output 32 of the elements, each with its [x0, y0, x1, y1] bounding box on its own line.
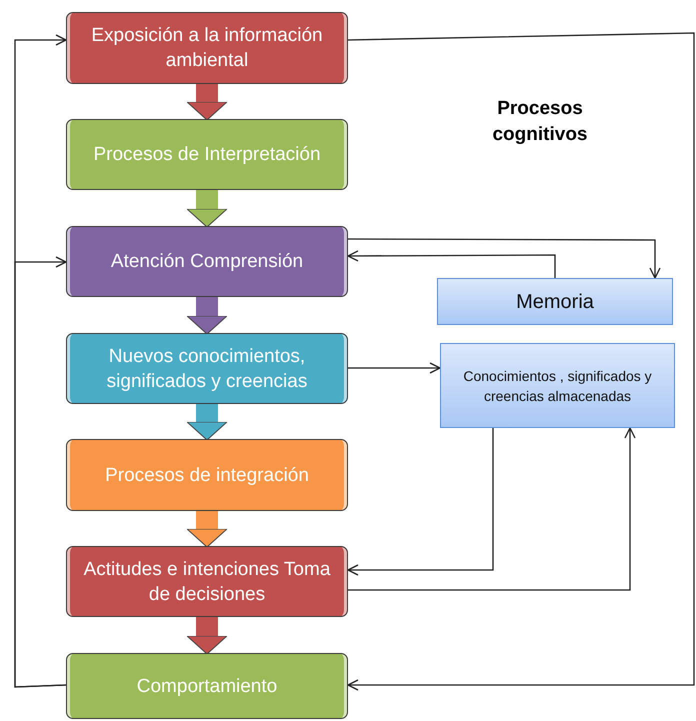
storage-box — [440, 343, 675, 428]
process-box — [66, 119, 348, 190]
block-arrow — [186, 84, 228, 120]
block-arrow — [186, 190, 228, 228]
arrow — [14, 256, 67, 688]
process-box — [66, 653, 348, 719]
node-label: Procesos de Interpretación — [93, 143, 321, 167]
node-label: Procesos de integración — [105, 464, 309, 488]
node-label: Actitudes e intenciones Toma de decisiones — [82, 558, 332, 606]
node-label: Nuevos conocimientos, significados y creencias — [106, 344, 308, 394]
process-box — [66, 12, 348, 84]
process-box — [66, 546, 348, 617]
process-box — [66, 226, 348, 297]
arrow — [347, 250, 556, 278]
storage-box — [437, 278, 673, 325]
process-box — [66, 333, 348, 404]
arrow — [348, 362, 441, 374]
node-label: Memoria — [516, 290, 594, 314]
block-arrow — [186, 297, 228, 334]
node-label: Comportamiento — [136, 674, 278, 698]
arrow — [348, 427, 636, 591]
node-label: Conocimientos , significados y creencias almacenadas — [462, 366, 653, 406]
arrow — [347, 428, 494, 576]
block-arrow — [186, 617, 228, 654]
node-label: Exposición a la información ambiental — [90, 24, 324, 73]
arrow — [348, 238, 661, 279]
process-box — [66, 439, 348, 511]
node-label: Atención Comprensión — [110, 250, 304, 274]
arrow — [347, 32, 695, 691]
diagram-title: Procesos cognitivos — [491, 97, 588, 147]
block-arrow — [186, 511, 228, 548]
block-arrow — [186, 404, 228, 440]
